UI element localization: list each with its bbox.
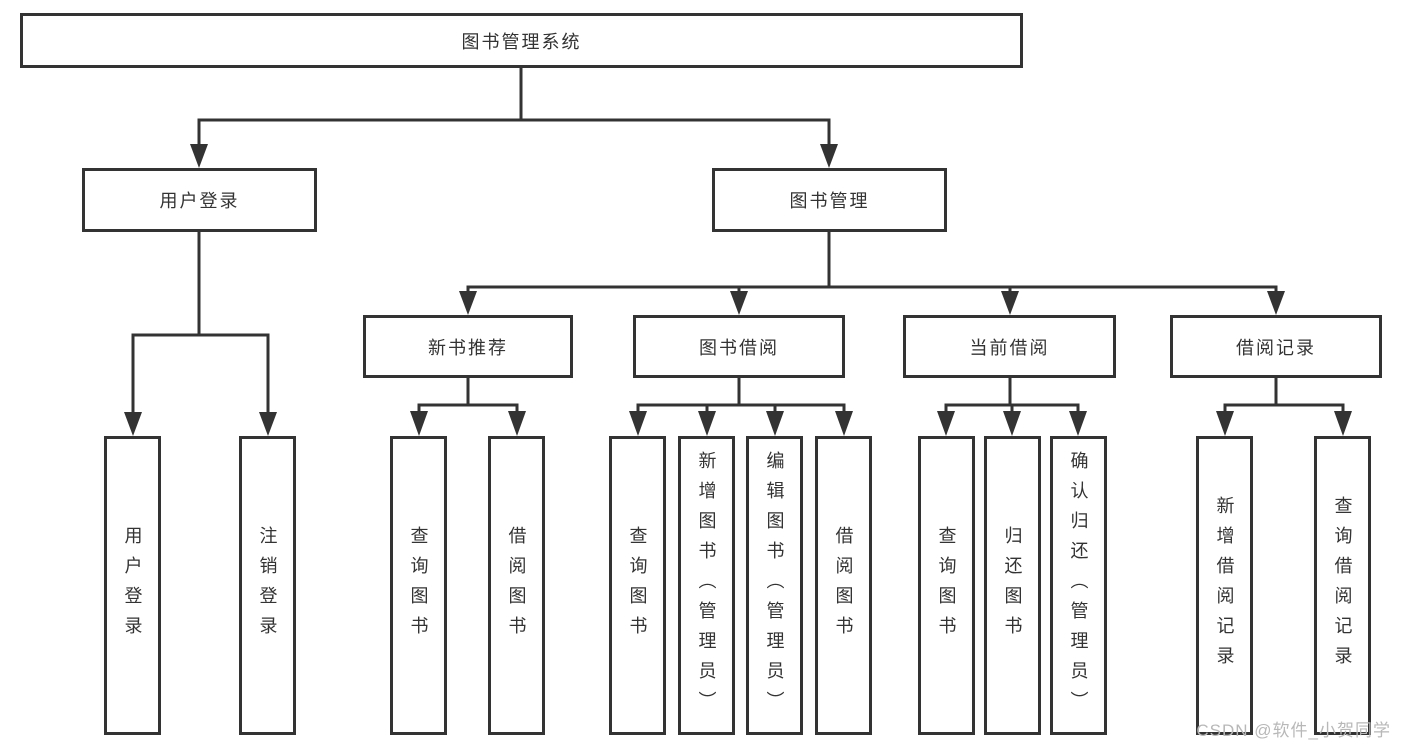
leaf-confirm-return-admin: 确认归还（管理员）	[1050, 436, 1107, 735]
leaf-return-books: 归还图书	[984, 436, 1041, 735]
leaf-add-books-admin: 新增图书（管理员）	[678, 436, 735, 735]
leaf-user-login: 用户登录	[104, 436, 161, 735]
node-book-management: 图书管理	[712, 168, 947, 232]
node-borrow-records: 借阅记录	[1170, 315, 1382, 378]
leaf-return-books-label: 归还图书	[1002, 525, 1023, 646]
node-library-system-label: 图书管理系统	[461, 31, 582, 52]
leaf-add-borrow-record: 新增借阅记录	[1196, 436, 1253, 735]
leaf-recommend-query-books: 查询图书	[390, 436, 447, 735]
node-library-system: 图书管理系统	[20, 13, 1023, 68]
leaf-query-borrow-record-label: 查询借阅记录	[1332, 495, 1353, 676]
leaf-borrow-books: 借阅图书	[815, 436, 872, 735]
connector-user-login-children	[124, 229, 277, 436]
leaf-current-query-books-label: 查询图书	[936, 525, 957, 646]
node-user-login: 用户登录	[82, 168, 317, 232]
connector-current-borrow-children	[937, 376, 1087, 436]
leaf-logout-label: 注销登录	[257, 525, 278, 646]
connector-book-management-children	[459, 229, 1285, 315]
leaf-user-login-label: 用户登录	[122, 525, 143, 646]
connector-root-to-level1	[190, 66, 838, 168]
connector-new-book-recommend-children	[410, 376, 526, 436]
leaf-edit-books-admin: 编辑图书（管理员）	[746, 436, 803, 735]
leaf-recommend-borrow-books: 借阅图书	[488, 436, 545, 735]
node-book-management-label: 图书管理	[789, 191, 870, 211]
leaf-recommend-borrow-books-label: 借阅图书	[506, 525, 527, 646]
node-user-login-label: 用户登录	[159, 191, 240, 211]
leaf-borrow-books-label: 借阅图书	[833, 525, 854, 646]
node-current-borrow-label: 当前借阅	[969, 337, 1050, 358]
node-book-borrow: 图书借阅	[633, 315, 845, 378]
leaf-recommend-query-books-label: 查询图书	[408, 525, 429, 646]
leaf-borrow-query-books: 查询图书	[609, 436, 666, 735]
leaf-borrow-query-books-label: 查询图书	[627, 525, 648, 646]
leaf-add-borrow-record-label: 新增借阅记录	[1214, 495, 1235, 676]
leaf-current-query-books: 查询图书	[918, 436, 975, 735]
leaf-add-books-admin-label: 新增图书（管理员）	[696, 450, 717, 721]
node-current-borrow: 当前借阅	[903, 315, 1116, 378]
node-new-book-recommend: 新书推荐	[363, 315, 573, 378]
leaf-edit-books-admin-label: 编辑图书（管理员）	[764, 450, 785, 721]
leaf-query-borrow-record: 查询借阅记录	[1314, 436, 1371, 735]
node-borrow-records-label: 借阅记录	[1236, 337, 1316, 358]
csdn-watermark: CSDN @软件_小贺同学	[1196, 721, 1391, 740]
connector-borrow-records-children	[1216, 376, 1352, 436]
node-new-book-recommend-label: 新书推荐	[428, 337, 508, 358]
leaf-logout: 注销登录	[239, 436, 296, 735]
connector-book-borrow-children	[629, 376, 853, 436]
node-book-borrow-label: 图书借阅	[699, 337, 779, 358]
leaf-confirm-return-admin-label: 确认归还（管理员）	[1068, 450, 1089, 721]
